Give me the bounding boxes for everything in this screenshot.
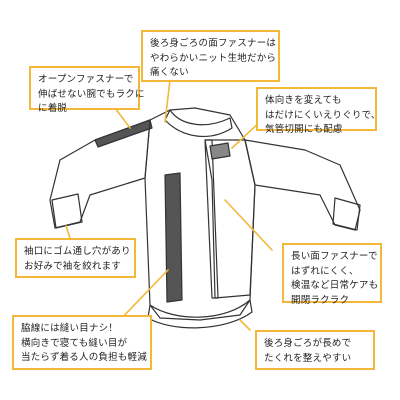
callout-line: オープンファスナーで bbox=[38, 74, 134, 85]
callout-body-orientation: 体向きを変えても はだけにくいえりぐりで、 気管切開にも配慮 bbox=[256, 87, 381, 135]
callout-cuff-elastic: 袖口にゴム通し穴があり お好みで袖を絞れます bbox=[15, 238, 136, 278]
callout-line: 当たらず着る人の負担も軽減 bbox=[21, 352, 147, 363]
collar-tab bbox=[209, 142, 231, 160]
callout-line: たくれを整えやすい bbox=[264, 352, 352, 364]
callout-line: やわらかいニット生地だから bbox=[150, 52, 277, 64]
callout-line: 検温など日常ケアも bbox=[291, 280, 379, 291]
leader-open-fastener bbox=[114, 107, 131, 129]
callout-line: 後ろ身ごろが長めで bbox=[264, 338, 352, 349]
front-panel bbox=[204, 139, 256, 299]
callout-line: 袖口にゴム通し穴があり bbox=[24, 246, 131, 257]
right-cuff bbox=[332, 197, 361, 231]
leader-front-fastener bbox=[224, 199, 273, 251]
callout-open-fastener: オープンファスナーで 伸ばせない腕でもラクに に着脱 bbox=[29, 66, 145, 114]
back-hem bbox=[147, 299, 253, 329]
callout-line: 脇線には縫い目ナシ！ bbox=[21, 323, 119, 334]
left-cuff bbox=[51, 193, 83, 229]
callout-line: はだけにくいえりぐりで、 bbox=[265, 109, 381, 121]
leader-back-fastener bbox=[164, 79, 171, 123]
callout-line: 気管切開にも配慮 bbox=[265, 124, 343, 135]
callout-line: 伸ばせない腕でもラクに bbox=[38, 88, 145, 100]
callout-long-back-hem: 後ろ身ごろが長めで たくれを整えやすい bbox=[255, 330, 375, 370]
sleeve-zipper bbox=[94, 119, 153, 148]
callout-back-fastener: 後ろ身ごろの面ファスナーは やわらかいニット生地だから 痛くない bbox=[141, 30, 280, 82]
callout-front-fastener: 長い面ファスナーで はずれにくく、 検温など日常ケアも 開閉ラクラク bbox=[282, 243, 382, 306]
callout-line: 痛くない bbox=[150, 67, 189, 78]
right-sleeve bbox=[244, 139, 361, 231]
callout-line: 長い面ファスナーで bbox=[291, 251, 378, 262]
callout-seamless-side: 脇線には縫い目ナシ！ 横向きで寝ても縫い目が 当たらず着る人の負担も軽減 bbox=[12, 315, 152, 370]
left-sleeve bbox=[49, 119, 151, 229]
leader-cuff-elastic bbox=[65, 225, 71, 239]
leader-long-back-hem bbox=[239, 319, 251, 331]
callout-line: 開閉ラクラク bbox=[291, 294, 350, 306]
collar bbox=[164, 109, 233, 137]
front-fastener-strip bbox=[204, 139, 219, 299]
callout-line: に着脱 bbox=[38, 103, 68, 114]
callout-line: 横向きで寝ても縫い目が bbox=[21, 337, 128, 349]
callout-line: 体向きを変えても bbox=[265, 95, 342, 106]
callout-line: お好みで袖を絞れます bbox=[24, 260, 122, 272]
side-strip bbox=[164, 172, 183, 303]
callout-line: 後ろ身ごろの面ファスナーは bbox=[150, 38, 277, 49]
callout-line: はずれにくく、 bbox=[291, 265, 359, 277]
